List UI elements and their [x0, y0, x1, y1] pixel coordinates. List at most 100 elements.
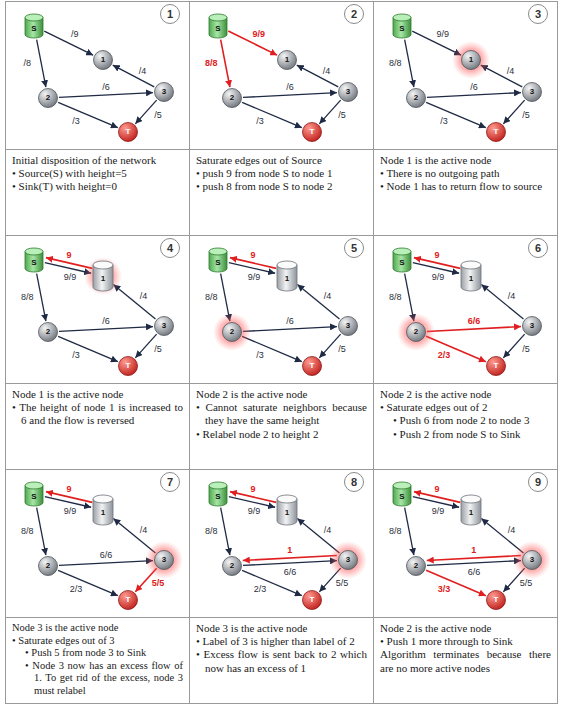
- vertex-label: 1: [469, 270, 473, 283]
- step-caption: Initial disposition of the network• Sour…: [6, 149, 189, 235]
- vertex-label: 2: [414, 328, 418, 336]
- active-glow: [145, 541, 183, 579]
- flow-edge: [297, 285, 339, 320]
- vertex-ball: [407, 323, 426, 342]
- vertex-ball: [94, 51, 113, 70]
- vertex-label: 2: [46, 94, 50, 102]
- flow-edge: [113, 285, 155, 320]
- step-number: 6: [528, 238, 548, 258]
- step-number: 8: [344, 472, 364, 492]
- vertex-label: T: [310, 362, 315, 370]
- source-node: S: [24, 247, 44, 273]
- flow-edge: [426, 102, 486, 127]
- flow-label: /4: [506, 67, 516, 76]
- callout-number: 2: [351, 9, 357, 20]
- callout-number: 6: [535, 243, 541, 254]
- flow-edge: [113, 519, 155, 554]
- step-caption: Node 3 is the active node• Label of 3 is…: [190, 617, 373, 703]
- flow-edge: [58, 570, 118, 595]
- vertex-label: 2: [46, 562, 50, 570]
- vertex-label: 1: [101, 270, 105, 283]
- vertex-label: 1: [469, 56, 473, 64]
- flow-label: /4: [138, 67, 148, 76]
- vertex-ball: [155, 551, 174, 570]
- step-heading: Node 1 is the active node: [380, 154, 551, 167]
- vertex-ball: [339, 317, 358, 336]
- vertex-label: 1: [469, 504, 473, 517]
- vertex-label: 3: [346, 322, 350, 330]
- sink-node: T: [118, 122, 138, 142]
- flow-label: /6: [285, 317, 295, 326]
- step-note: • Push 1 more through to Sink: [380, 635, 551, 648]
- flow-edge: [242, 102, 302, 127]
- flow-label: /4: [507, 292, 517, 301]
- vertex-node: 2: [38, 322, 58, 342]
- flow-edge: [243, 556, 337, 561]
- active-glow: [329, 541, 367, 579]
- flow-label: /8: [23, 59, 33, 68]
- flow-edge: [58, 336, 118, 361]
- flow-edge: [59, 327, 153, 332]
- flow-edge: [427, 556, 521, 561]
- vertex-ball: [119, 591, 138, 610]
- vertex-node: 2: [222, 322, 242, 342]
- sink-node: T: [486, 122, 506, 142]
- vertex-label: 2: [414, 94, 418, 102]
- vertex-ball: [223, 557, 242, 576]
- vertex-label: 3: [346, 88, 350, 96]
- vertex-label: S: [31, 20, 36, 33]
- vertex-ball: [523, 83, 542, 102]
- vertex-ball: [303, 357, 322, 376]
- flow-label: /3: [71, 117, 81, 126]
- flow-label: 9/9: [431, 273, 446, 282]
- vertex-label: S: [215, 488, 220, 501]
- callout-number: 3: [535, 9, 541, 20]
- vertex-ball: [339, 551, 358, 570]
- flow-edge: [59, 93, 153, 98]
- vertex-node: 1: [460, 494, 482, 526]
- step-caption: Node 1 is the active node• The height of…: [6, 383, 189, 469]
- vertex-ball: [155, 317, 174, 336]
- vertex-node: 3: [154, 550, 174, 570]
- vertex-node: 2: [406, 88, 426, 108]
- vertex-label: S: [399, 488, 404, 501]
- step-caption: Node 1 is the active node• There is no o…: [374, 149, 557, 235]
- flow-edge: [427, 561, 521, 566]
- vertex-node: 1: [92, 494, 114, 526]
- step-note: • Sink(T) with height=0: [12, 180, 183, 193]
- vertex-label: 3: [530, 322, 534, 330]
- active-glow: [513, 541, 551, 579]
- flow-label: /6: [285, 83, 295, 92]
- cylinder-top: [25, 482, 43, 489]
- step-note: • Excess flow is sent back to 2 which no…: [196, 648, 367, 674]
- source-node: S: [24, 13, 44, 39]
- step-number: 2: [344, 4, 364, 24]
- vertex-ball: [223, 89, 242, 108]
- step-heading: Node 1 is the active node: [12, 388, 183, 401]
- vertex-label: 2: [46, 328, 50, 336]
- vertex-node: 3: [154, 82, 174, 102]
- vertex-node: 1: [277, 50, 297, 70]
- vertex-label: T: [126, 128, 131, 136]
- vertex-ball: [39, 557, 58, 576]
- callout-number: 5: [351, 243, 357, 254]
- flow-edge: [221, 40, 230, 88]
- flow-label: 8/8: [204, 527, 219, 536]
- flow-label: 8/8: [20, 293, 35, 302]
- step-number: 9: [528, 472, 548, 492]
- vertex-node: 2: [222, 556, 242, 576]
- flow-label: 9: [66, 251, 73, 260]
- vertex-ball: [487, 357, 506, 376]
- source-node: S: [392, 13, 412, 39]
- step-note: • Label of 3 is higher than label of 2: [196, 635, 367, 648]
- flow-label: /5: [153, 111, 163, 120]
- flow-label: 9: [66, 485, 73, 494]
- vertex-node: 3: [338, 316, 358, 336]
- vertex-node: 1: [276, 494, 298, 526]
- vertex-label: 3: [162, 322, 166, 330]
- flow-edge: [297, 65, 339, 87]
- step-caption: Node 2 is the active node• Saturate edge…: [374, 383, 557, 469]
- flow-label: /4: [323, 526, 333, 535]
- callout-number: 9: [535, 477, 541, 488]
- cylinder-top: [25, 14, 43, 21]
